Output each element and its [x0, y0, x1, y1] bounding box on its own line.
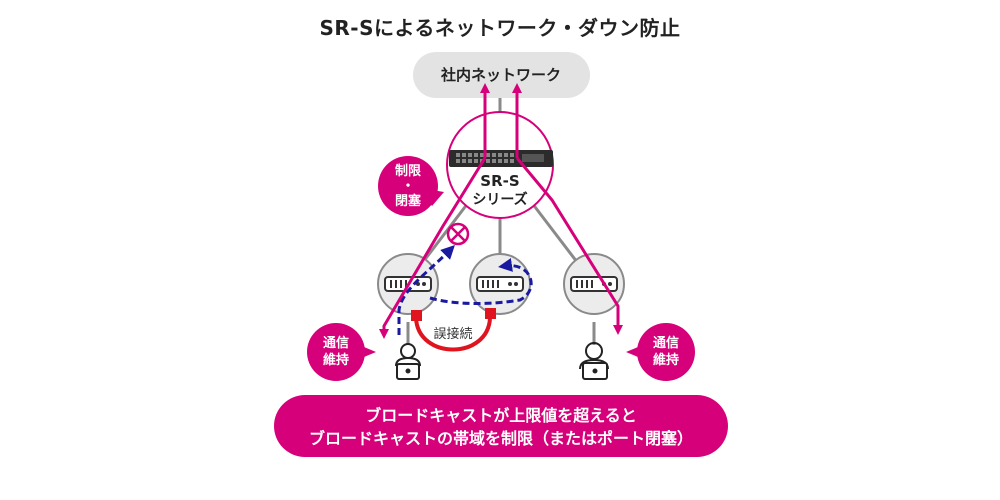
- callout-restrict-block: 制限 ・ 閉塞: [378, 156, 444, 216]
- switch-device-icon: [449, 150, 553, 167]
- user-right-icon: [579, 342, 609, 380]
- user-left-icon: [395, 343, 421, 380]
- callout-maintain-right-line2: 維持: [653, 352, 679, 368]
- callout-maintain-left: 通信 維持: [307, 323, 376, 381]
- switch-series: シリーズ: [472, 191, 527, 208]
- maintained-traffic-arrows: [379, 83, 623, 339]
- diagram-title: SR-Sによるネットワーク・ダウン防止: [319, 16, 681, 40]
- callout-maintain-right-line1: 通信: [653, 335, 679, 351]
- blocked-x-icon: [446, 222, 470, 246]
- banner-line1: ブロードキャストが上限値を超えると: [365, 406, 637, 425]
- callout-restrict-line2: ・: [401, 179, 414, 194]
- misconnection-label: 誤接続: [433, 326, 472, 342]
- access-switch-center: [469, 253, 531, 315]
- sr-s-switch: SR-S シリーズ: [446, 111, 554, 219]
- corporate-network-label: 社内ネットワーク: [440, 66, 561, 84]
- corporate-network: 社内ネットワーク: [413, 52, 590, 98]
- callout-maintain-left-line1: 通信: [323, 335, 349, 351]
- summary-banner: ブロードキャストが上限値を超えると ブロードキャストの帯域を制限（またはポート閉…: [274, 395, 728, 457]
- callout-restrict-line1: 制限: [395, 163, 422, 179]
- switch-name: SR-S: [480, 172, 519, 190]
- callout-maintain-right: 通信 維持: [626, 323, 695, 381]
- access-switch-right: [563, 253, 625, 315]
- callout-restrict-line3: 閉塞: [395, 193, 422, 209]
- broadcast-loop: [397, 245, 533, 335]
- banner-line2: ブロードキャストの帯域を制限（またはポート閉塞）: [309, 429, 693, 448]
- callout-maintain-left-line2: 維持: [323, 352, 349, 368]
- misconnection-cable: 誤接続: [411, 308, 496, 352]
